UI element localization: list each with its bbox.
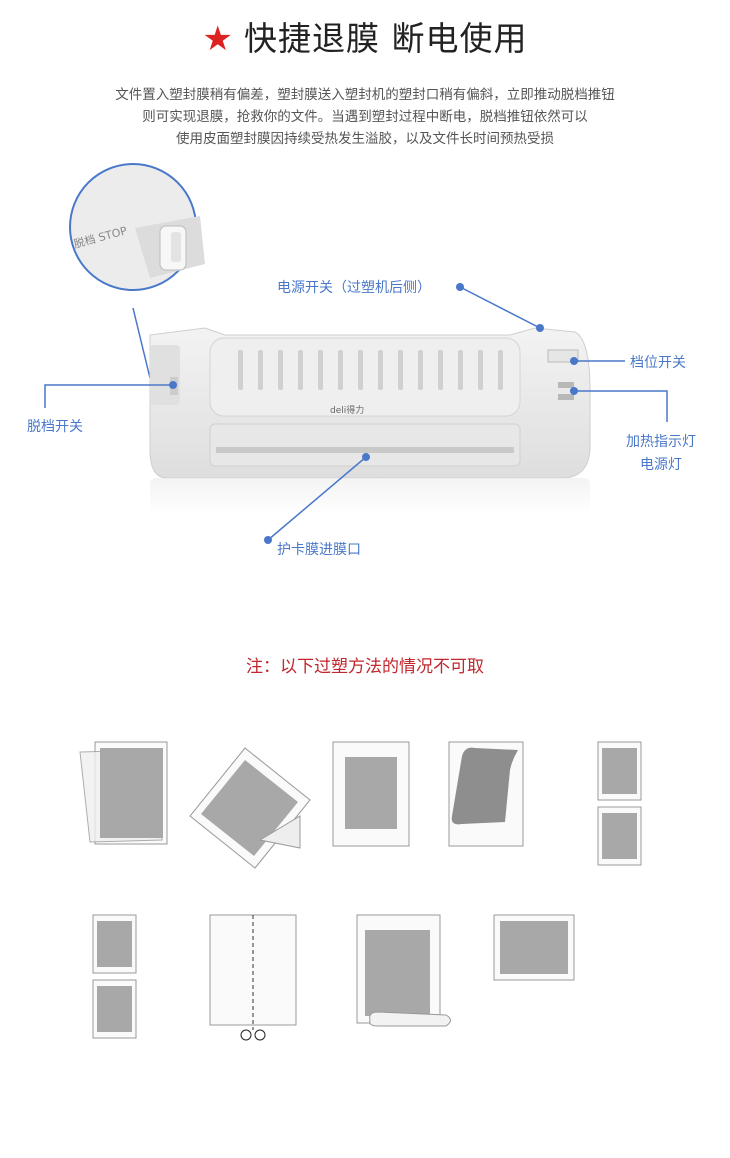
- callout-gear-switch: 档位开关: [630, 355, 686, 371]
- callout-dots: [169, 283, 578, 544]
- diagram-curled-document: [448, 741, 524, 847]
- laminator-illustration: 脱档 STOP deli得力: [44, 163, 668, 544]
- description: 文件置入塑封膜稍有偏差，塑封膜送入塑封机的塑封口稍有偏斜，立即推动脱档推钮 则可…: [40, 84, 690, 150]
- incorrect-methods-diagrams: [79, 741, 642, 1041]
- vent-slots: [238, 350, 503, 390]
- callout-power-switch: 电源开关（过塑机后侧）: [277, 280, 431, 296]
- description-line: 则可实现退膜，抢救你的文件。当遇到塑封过程中断电，脱档推钮依然可以: [142, 109, 588, 125]
- stop-switch-inset: 脱档 STOP: [69, 163, 205, 291]
- diagram-stacked-split-document: [597, 741, 642, 866]
- callout-card-slot: 护卡膜进膜口: [277, 542, 361, 558]
- diagram-centered-document: [332, 741, 410, 847]
- title-text: 快捷退膜 断电使用: [243, 19, 528, 58]
- laminator-body: deli得力: [149, 327, 591, 514]
- callout-lines: [44, 286, 668, 541]
- description-line: 使用皮面塑封膜因持续受热发生溢胶，以及文件长时间预热受损: [176, 131, 554, 147]
- description-line: 文件置入塑封膜稍有偏差，塑封膜送入塑封机的塑封口稍有偏斜，立即推动脱档推钮: [115, 87, 615, 103]
- diagram-small-landscape-document: [493, 914, 575, 981]
- diagram-rolled-bottom-document: [356, 914, 451, 1027]
- star-icon: ★: [202, 19, 234, 59]
- warning-note: 注：以下过塑方法的情况不可取: [246, 657, 484, 677]
- callout-indicator-heat: 加热指示灯: [626, 434, 696, 450]
- diagram-cut-film: [209, 914, 297, 1041]
- diagram-stacked-small-document: [92, 914, 137, 1039]
- diagram-misaligned-document: [79, 741, 168, 845]
- callout-release-switch: 脱档开关: [27, 419, 83, 435]
- diagram-tilted-document: [189, 747, 311, 869]
- brand-logo: deli得力: [330, 404, 364, 416]
- callout-indicator: 加热指示灯 电源灯: [626, 431, 696, 477]
- page-title: ★快捷退膜 断电使用: [0, 12, 730, 60]
- callout-indicator-power: 电源灯: [640, 457, 682, 473]
